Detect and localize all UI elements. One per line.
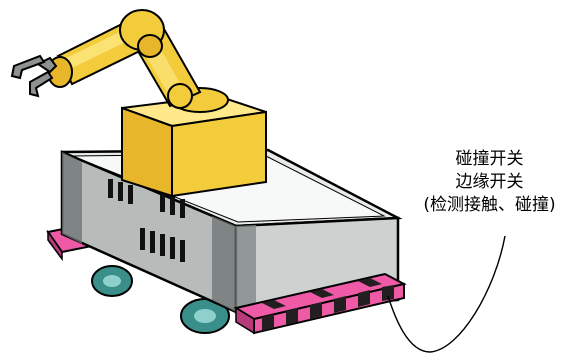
leader-line bbox=[387, 235, 506, 353]
wheel-icon bbox=[91, 265, 133, 297]
gripper-icon bbox=[10, 54, 58, 98]
bumper-switch-label: 碰撞开关 边缘开关 (检测接触、碰撞) bbox=[402, 148, 577, 217]
robot-arm-icon bbox=[47, 9, 267, 198]
callout-line-2: 边缘开关 bbox=[455, 172, 524, 192]
callout-line-1: 碰撞开关 bbox=[455, 149, 524, 169]
wheel-icon bbox=[180, 298, 230, 334]
callout-line-3: (检测接触、碰撞) bbox=[423, 195, 556, 215]
bumper-switch-icon bbox=[233, 272, 407, 335]
